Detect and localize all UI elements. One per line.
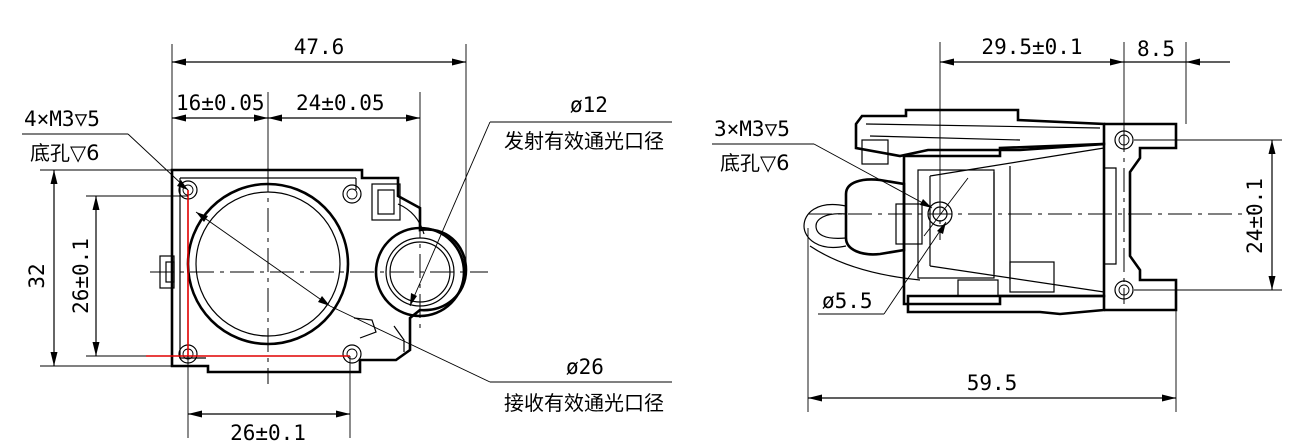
emit-leader [409, 121, 491, 307]
right-mount-tab [1104, 122, 1178, 312]
bottom-component-2 [957, 279, 999, 297]
right-hole-callout-text-2: 底孔▽6 [720, 151, 790, 175]
right-tab-inner [1104, 167, 1117, 265]
receive-label: 接收有效通光口径 [504, 391, 664, 415]
dim-vertical-right-label: 24±0.1 [1243, 178, 1267, 254]
receive-callout: ø26 接收有效通光口径 [195, 211, 672, 415]
top-pcb [854, 108, 1106, 158]
right-barrel [917, 169, 995, 279]
dim-hole-vertical-label: 26±0.1 [69, 238, 93, 314]
small-diameter-callout: ø5.5 [818, 177, 969, 315]
dim-offset-left-label: 16±0.05 [176, 91, 265, 115]
bottom-pcb [906, 294, 1106, 316]
right-hole-callout: 3×M3▽5 底孔▽6 [712, 117, 933, 209]
left-view: 47.6 16±0.05 24±0.05 26±0.1 32 26±0.1 4×… [22, 35, 672, 445]
dim-bottom-label: 26±0.1 [230, 421, 306, 445]
bottom-component [1009, 261, 1055, 293]
emit-label: 发射有效通光口径 [504, 129, 664, 153]
small-diameter-label: ø5.5 [822, 289, 873, 313]
emitter-module [844, 178, 906, 256]
dim-top-right-label: 8.5 [1137, 37, 1175, 61]
emit-diameter-label: ø12 [570, 93, 608, 117]
top-pcb-detail [865, 123, 1101, 141]
top-pcb-connector [861, 139, 889, 165]
left-hole-callout: 4×M3▽5 底孔▽6 [22, 107, 189, 191]
dim-offset-mid-label: 24±0.05 [296, 91, 385, 115]
right-cone-rings [993, 166, 1011, 280]
receive-diameter-label: ø26 [566, 355, 604, 379]
receive-diameter-line [195, 211, 331, 307]
left-housing-outline [170, 168, 468, 374]
emit-callout: ø12 发射有效通光口径 [409, 93, 672, 307]
hole-callout-text: 4×M3▽5 [24, 107, 100, 131]
small-diameter-line [923, 177, 969, 237]
emitter-cable [803, 204, 921, 281]
right-hole-callout-text: 3×M3▽5 [714, 117, 790, 141]
right-view: 29.5±0.1 8.5 59.5 24±0.1 3×M3▽5 底孔▽6 ø5.… [712, 35, 1282, 412]
left-hole-pattern-highlight [187, 190, 350, 357]
receive-leader [329, 305, 491, 383]
small-diameter-leader [883, 221, 947, 315]
left-connector-pin [377, 189, 395, 215]
dim-width-label: 47.6 [294, 35, 345, 59]
emitter-flange [895, 203, 923, 245]
callout-leader [127, 133, 189, 191]
left-wire [397, 203, 425, 235]
left-connector-block [371, 183, 401, 221]
hole-callout-text-2: 底孔▽6 [30, 141, 100, 165]
left-lower-notch [353, 317, 377, 339]
callout-leader [813, 143, 933, 209]
dim-bottom-right-label: 59.5 [967, 371, 1018, 395]
dim-height-label: 32 [25, 263, 49, 288]
dim-top-label: 29.5±0.1 [981, 35, 1082, 59]
